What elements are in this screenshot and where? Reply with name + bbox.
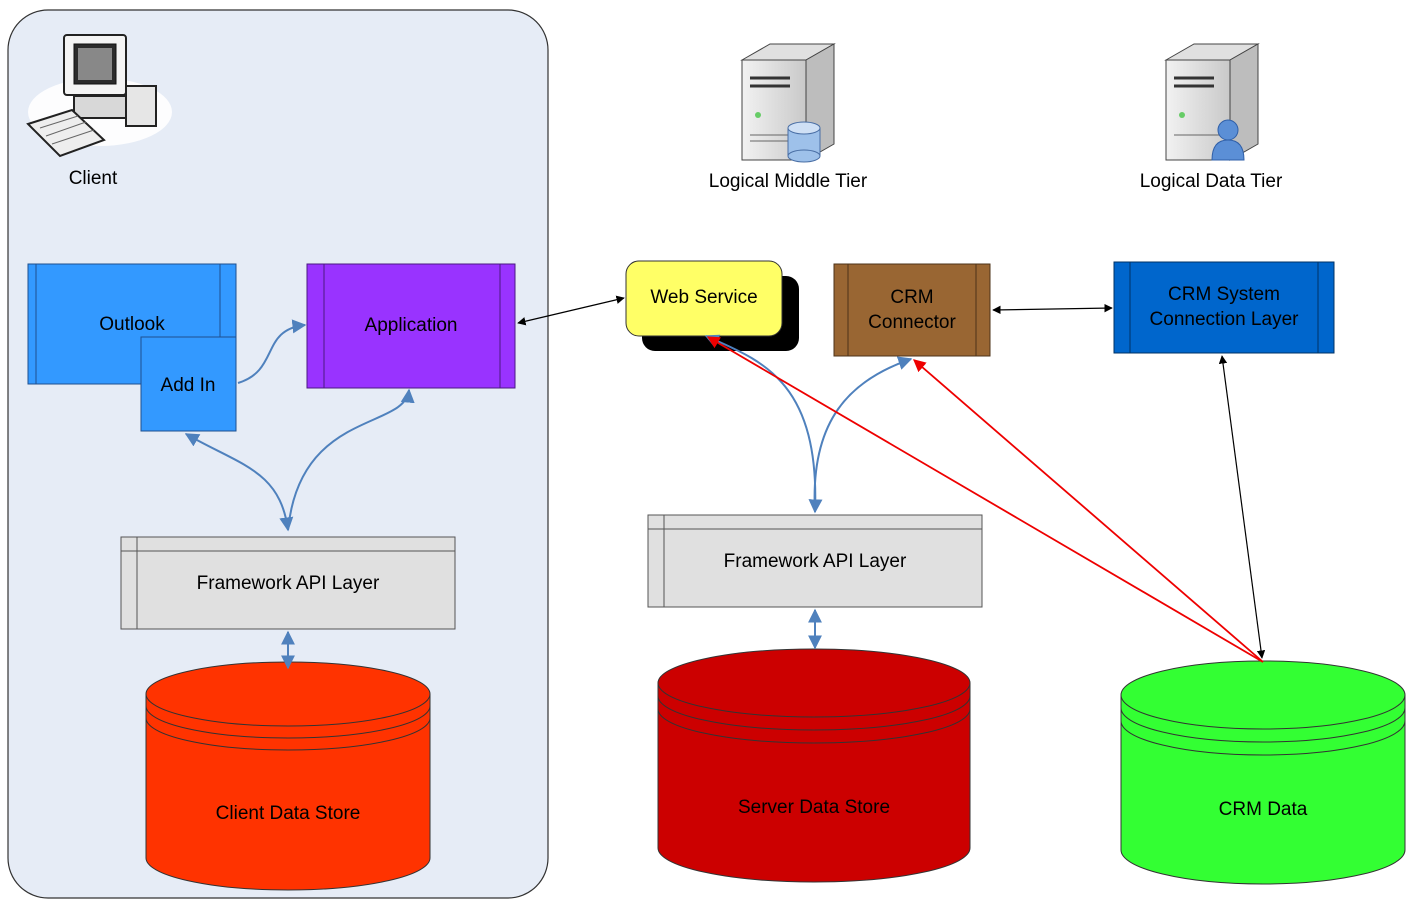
client-framework-box bbox=[120, 536, 456, 630]
crm-data-to-connector-link bbox=[913, 359, 1264, 663]
server-framework-box bbox=[647, 514, 983, 608]
client-tier-label: Client bbox=[69, 168, 118, 189]
crm-data-store bbox=[1120, 660, 1406, 885]
client-framework-label: Framework API Layer bbox=[197, 573, 380, 594]
outlook-label: Outlook bbox=[99, 314, 165, 335]
server-data-store-label: Server Data Store bbox=[738, 797, 890, 818]
crm-data-to-webservice-link bbox=[706, 336, 1264, 663]
crm-connector-label-line2: Connector bbox=[868, 312, 956, 333]
crm-system-label-line1: CRM System bbox=[1168, 284, 1280, 305]
web-service-box bbox=[625, 260, 783, 337]
user-server-icon bbox=[1164, 43, 1260, 161]
crm-data-store-label: CRM Data bbox=[1219, 799, 1308, 820]
client-data-store bbox=[145, 661, 431, 891]
crm-connector-label-line1: CRM bbox=[890, 287, 933, 308]
addin-to-application-link bbox=[237, 319, 307, 384]
addin-to-framework-link bbox=[184, 433, 294, 532]
application-box bbox=[306, 263, 516, 389]
application-label: Application bbox=[365, 315, 458, 336]
client-data-store-label: Client Data Store bbox=[216, 803, 361, 824]
data-tier-label: Logical Data Tier bbox=[1140, 171, 1283, 192]
connector-to-server-framework-link bbox=[813, 356, 913, 513]
webservice-to-server-framework-link bbox=[704, 334, 823, 514]
add-in-box bbox=[140, 336, 237, 432]
crm-connector-box bbox=[833, 263, 991, 357]
add-in-label: Add In bbox=[161, 375, 216, 396]
web-service-label: Web Service bbox=[650, 287, 757, 308]
crm-system-label-line2: Connection Layer bbox=[1150, 309, 1300, 330]
application-to-webservice-link bbox=[517, 295, 625, 326]
crm-system-box bbox=[1113, 261, 1335, 354]
application-to-framework-link bbox=[287, 388, 415, 531]
connector-to-crm-system-link bbox=[992, 303, 1113, 315]
database-server-icon bbox=[740, 43, 836, 163]
server-framework-label: Framework API Layer bbox=[724, 551, 907, 572]
middle-tier-label: Logical Middle Tier bbox=[709, 171, 868, 192]
crm-system-to-crm-data-link bbox=[1218, 355, 1266, 659]
server-data-store bbox=[657, 648, 971, 883]
client-computer-icon bbox=[26, 34, 172, 158]
